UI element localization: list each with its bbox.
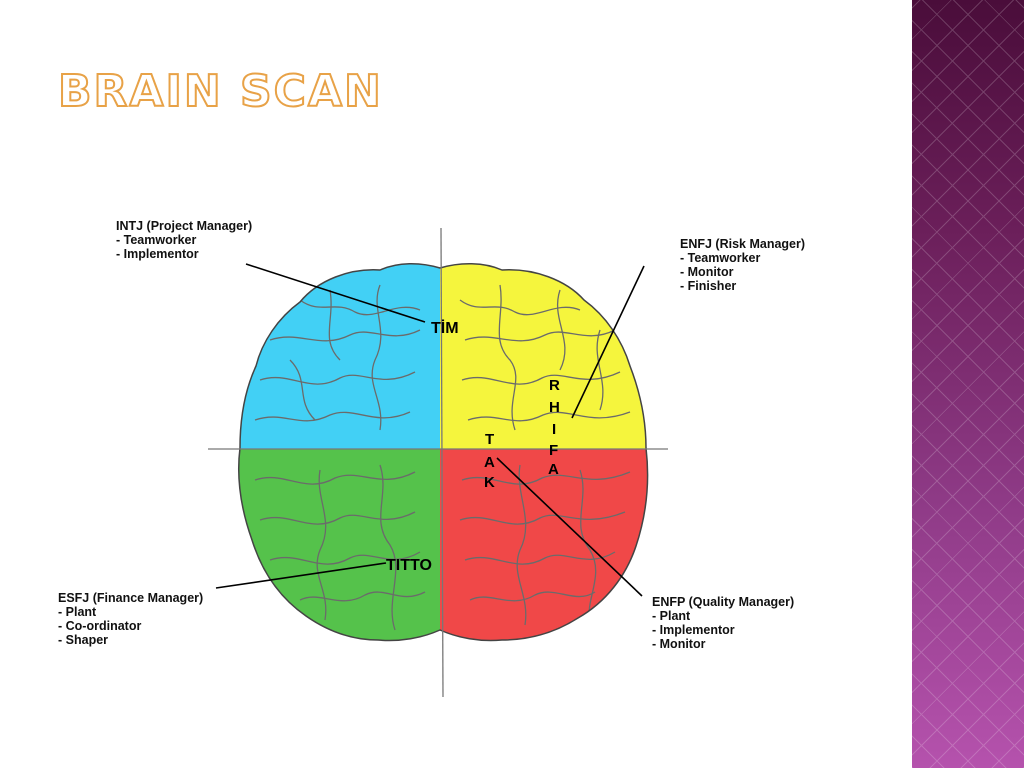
decorative-side-band — [912, 0, 1024, 768]
callout-esfj: ESFJ (Finance Manager) Plant Co-ordinato… — [58, 591, 203, 647]
callout-item: Implementor — [652, 623, 794, 637]
rhifa-letter: H — [549, 399, 560, 416]
callout-item: Plant — [58, 605, 203, 619]
callout-heading: ENFJ (Risk Manager) — [680, 237, 806, 251]
callout-intj: INTJ (Project Manager) Teamworker Implem… — [116, 219, 252, 261]
tak-letter: A — [484, 454, 495, 471]
label-rhifa: R H I F A — [548, 377, 560, 478]
brain-folds — [254, 284, 631, 631]
callout-item: Teamworker — [680, 251, 805, 265]
callout-item: Shaper — [58, 633, 203, 647]
enfp-leader-line — [496, 457, 643, 597]
brain-hemispheres — [238, 263, 648, 641]
vertical-axis — [440, 227, 444, 698]
callout-item: Finisher — [680, 279, 805, 293]
tak-letter: K — [484, 474, 495, 491]
callout-enfj: ENFJ (Risk Manager) Teamworker Monitor F… — [680, 237, 805, 293]
rhifa-letter: F — [549, 442, 558, 459]
rhifa-letter: A — [548, 461, 559, 478]
rhifa-letter: R — [549, 377, 560, 394]
enfj-leader-line — [571, 265, 645, 419]
label-titto: TITTO — [386, 557, 432, 574]
callout-item: Teamworker — [116, 233, 252, 247]
brain-outline — [238, 262, 649, 642]
band-pattern — [912, 0, 1024, 768]
label-tim: TİM — [431, 319, 459, 337]
esfj-leader-line — [215, 562, 387, 589]
callout-item: Monitor — [652, 637, 794, 651]
slide-title: Brain Scan — [57, 66, 383, 117]
callout-heading: ESFJ (Finance Manager) — [58, 591, 204, 605]
quadrant-bottom-left — [238, 449, 440, 641]
label-tak: T A K — [484, 431, 495, 491]
callout-enfp: ENFP (Quality Manager) Plant Implementor… — [652, 595, 794, 651]
tak-letter: T — [485, 431, 494, 448]
callout-item: Plant — [652, 609, 794, 623]
callout-item: Co-ordinator — [58, 619, 203, 633]
intj-leader-line — [245, 263, 426, 323]
rhifa-letter: I — [552, 421, 556, 438]
callout-heading: INTJ (Project Manager) — [116, 219, 253, 233]
callout-heading: ENFP (Quality Manager) — [652, 595, 795, 609]
callout-item: Implementor — [116, 247, 252, 261]
callout-item: Monitor — [680, 265, 805, 279]
